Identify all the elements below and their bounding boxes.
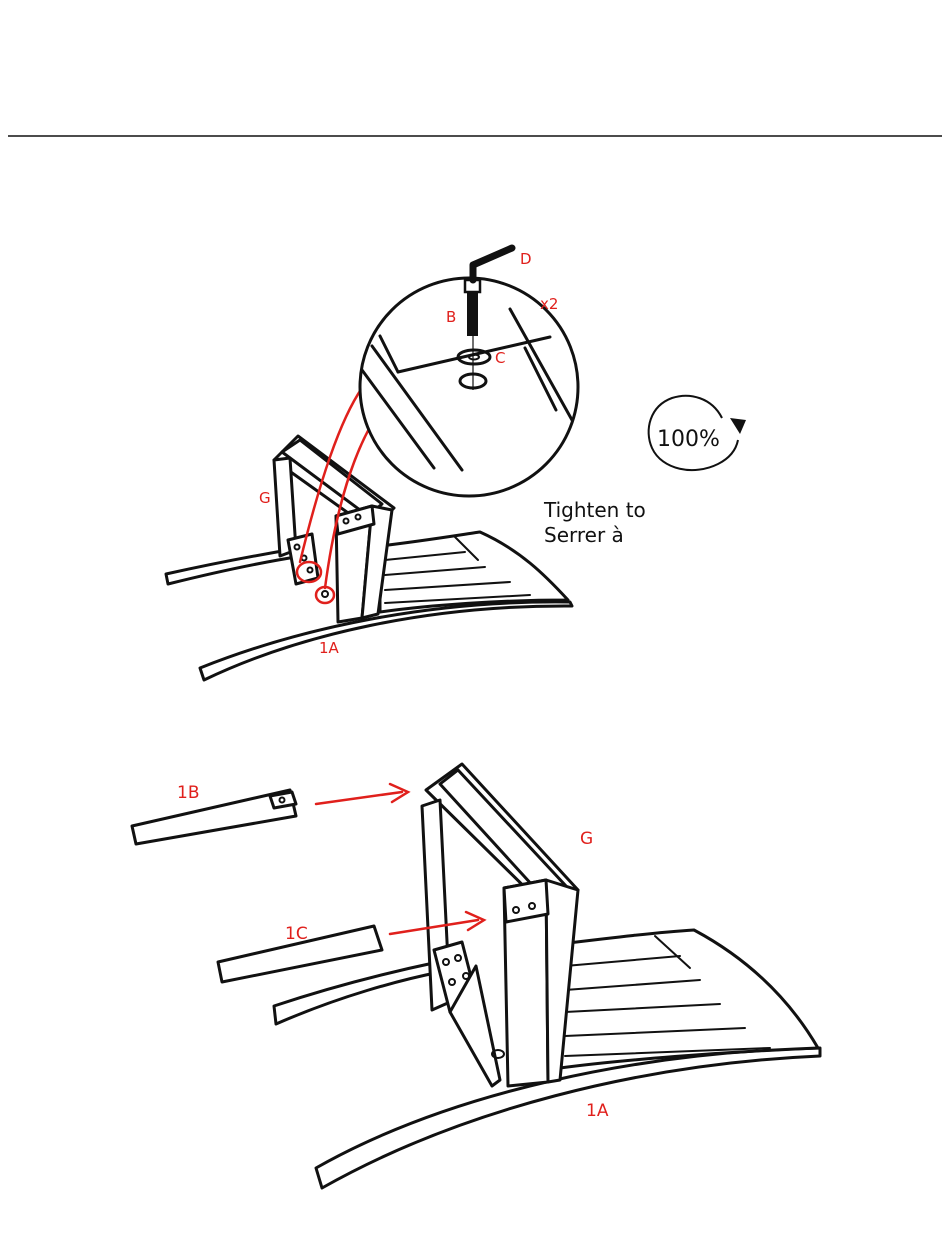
hex-key-icon <box>473 248 512 280</box>
step1-illustration: D x2 B C G 1A <box>166 248 578 680</box>
rail-1b <box>132 790 296 844</box>
label-seat-1a: 1A <box>319 639 340 657</box>
seat-runner-front <box>200 602 572 680</box>
insert-arrow-1b <box>316 784 408 804</box>
seat-slats <box>380 532 568 612</box>
label-rail-1c: 1C <box>285 924 308 944</box>
label-hex-key: D <box>520 250 532 268</box>
seat-slats-2 <box>560 930 818 1068</box>
seat-runner-rear-2 <box>274 962 440 1024</box>
label-bolt: B <box>446 308 456 326</box>
label-washer: C <box>495 349 505 367</box>
label-rail-1b: 1B <box>177 783 199 803</box>
label-frame-g: G <box>259 489 271 507</box>
tighten-text-fr: Serrer à <box>544 523 624 547</box>
torque-percent: 100% <box>657 427 720 452</box>
label-seat-1a-2: 1A <box>586 1101 609 1121</box>
tighten-text-en: Tighten to <box>543 498 646 522</box>
seat-runner-front-2 <box>316 1048 820 1188</box>
torque-indicator: 100% <box>649 396 746 470</box>
label-frame-g-2: G <box>580 829 593 849</box>
label-quantity: x2 <box>540 295 558 313</box>
step2-illustration: 1B 1C G 1A <box>132 764 820 1188</box>
